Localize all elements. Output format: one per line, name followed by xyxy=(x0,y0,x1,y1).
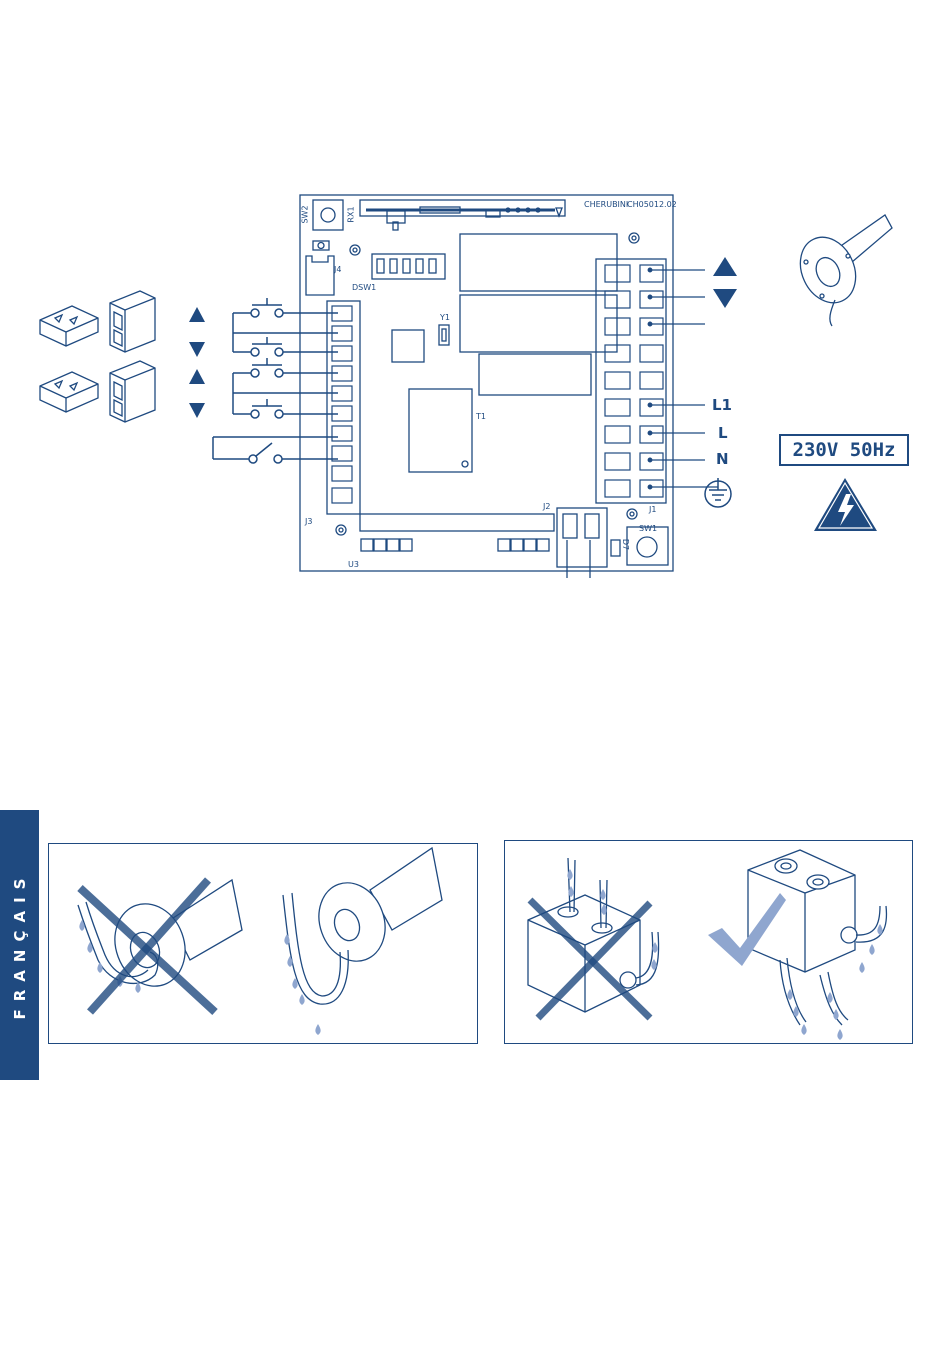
triangle-up-icon xyxy=(189,307,205,322)
terminal-block-j1 xyxy=(605,265,663,497)
triangle-up-icon xyxy=(713,257,737,276)
junction-box-right xyxy=(748,850,886,1025)
triangle-down-icon xyxy=(713,289,737,308)
label-y1: Y1 xyxy=(440,313,450,322)
motor-wires xyxy=(648,268,718,489)
triangle-up-icon xyxy=(189,369,205,384)
pushbutton-wiring xyxy=(213,298,338,463)
label-l1: L1 xyxy=(712,396,732,414)
label-rx1: RX1 xyxy=(347,206,356,222)
junction-box-wrong xyxy=(528,858,659,1012)
label-j1: J1 xyxy=(649,505,656,514)
label-sw1: SW1 xyxy=(639,524,657,533)
label-dsw1: DSW1 xyxy=(352,283,376,292)
triangle-down-icon xyxy=(189,342,205,357)
label-t1: T1 xyxy=(476,412,486,421)
label-j2: J2 xyxy=(543,502,550,511)
board-brand: CHERUBINI xyxy=(584,200,628,209)
label-d7: D7 xyxy=(621,539,630,550)
ground-icon xyxy=(705,478,731,507)
motor-cable-right xyxy=(283,848,442,1004)
label-l: L xyxy=(718,424,728,442)
tubular-motor-illustration xyxy=(790,215,892,326)
board-code: CH05012.02 xyxy=(627,200,677,209)
high-voltage-warning-icon xyxy=(814,478,877,531)
label-n: N xyxy=(716,450,729,468)
label-u3: U3 xyxy=(348,560,359,569)
voltage-label: 230V 50Hz xyxy=(779,434,909,466)
language-tab: FRANÇAIS xyxy=(0,810,39,1080)
triangle-down-icon xyxy=(189,403,205,418)
terminal-block-j3 xyxy=(332,306,352,503)
pcb-board xyxy=(300,195,673,578)
label-sw2: SW2 xyxy=(301,205,310,223)
label-j4: J4 xyxy=(334,265,341,274)
wall-switch-illustrations xyxy=(40,291,155,422)
label-j3: J3 xyxy=(305,517,312,526)
language-label: FRANÇAIS xyxy=(11,871,29,1020)
